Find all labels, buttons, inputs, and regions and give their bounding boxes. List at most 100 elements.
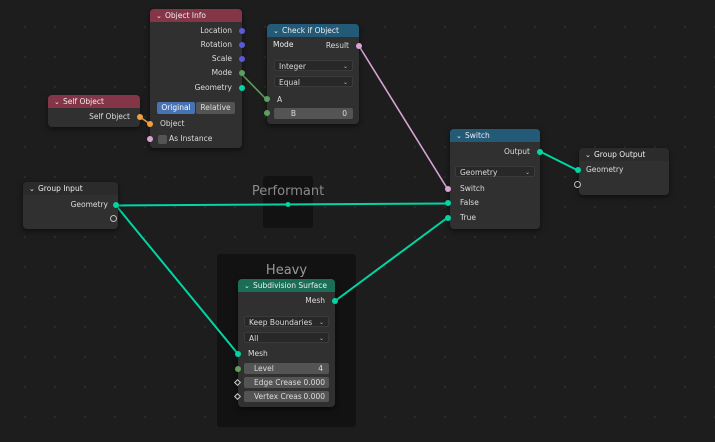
frame-performant[interactable]: Performant xyxy=(252,176,324,228)
operation-value: Equal xyxy=(279,78,300,87)
input-switch: Switch xyxy=(460,184,485,193)
socket-true-in[interactable] xyxy=(445,215,451,221)
self-object-title: Self Object xyxy=(63,97,104,106)
socket-object-in[interactable] xyxy=(147,121,153,127)
output-geometry: Geometry xyxy=(194,83,232,92)
level-label: Level xyxy=(254,364,274,373)
frame-performant-label: Performant xyxy=(251,184,325,199)
object-info-header[interactable]: ⌄Object Info xyxy=(150,9,242,22)
uv-smooth-value: Keep Boundaries xyxy=(249,318,313,327)
input-a: A xyxy=(277,95,283,104)
check-mode-title: Check if Object Mode xyxy=(273,26,339,49)
link-switch-to-output xyxy=(539,150,578,171)
chevron-down-icon[interactable]: ⌄ xyxy=(244,282,250,290)
subdivision-title: Subdivision Surface xyxy=(253,281,327,290)
input-b-value: 0 xyxy=(342,109,347,118)
edge-crease-field[interactable]: Edge Crease 0.000 xyxy=(244,377,329,388)
as-instance-checkbox[interactable] xyxy=(158,135,167,144)
output-location: Location xyxy=(200,26,232,35)
switch-type-dropdown[interactable]: Geometry ⌄ xyxy=(455,166,535,177)
output-self-object: Self Object xyxy=(89,112,130,121)
group-output-geometry: Geometry xyxy=(586,165,624,174)
input-b-label: B xyxy=(290,109,297,118)
chevron-down-icon[interactable]: ⌄ xyxy=(456,132,462,140)
chevron-down-icon[interactable]: ⌄ xyxy=(585,151,591,159)
switch-title: Switch xyxy=(465,131,490,140)
group-input-geometry: Geometry xyxy=(70,200,108,209)
group-output-title: Group Output xyxy=(594,150,646,159)
frame-heavy-label: Heavy xyxy=(265,263,308,278)
dropdown-arrow-icon: ⌄ xyxy=(342,63,348,70)
edge-crease-value: 0.000 xyxy=(303,378,325,387)
boundary-smooth-value: All xyxy=(249,334,259,343)
output-result: Result xyxy=(325,41,349,50)
data-type-dropdown[interactable]: Integer ⌄ xyxy=(274,60,353,71)
object-info-title: Object Info xyxy=(165,11,207,20)
chevron-down-icon[interactable]: ⌄ xyxy=(54,98,60,106)
input-object: Object xyxy=(160,119,185,128)
check-mode-node[interactable]: ⌄Check if Object Mode Result Integer⌄ Eq… xyxy=(267,24,359,124)
socket-scale[interactable] xyxy=(239,56,245,62)
level-field[interactable]: Level 4 xyxy=(244,363,329,374)
group-input-header[interactable]: ⌄Group Input xyxy=(23,182,118,195)
socket-result-out[interactable] xyxy=(356,43,362,49)
mode-relative-button[interactable]: Relative xyxy=(196,102,235,114)
group-output-header[interactable]: ⌄Group Output xyxy=(579,148,669,161)
socket-group-input-empty[interactable] xyxy=(110,215,117,222)
chevron-down-icon[interactable]: ⌄ xyxy=(273,27,279,35)
vertex-crease-field[interactable]: Vertex Creas 0.000 xyxy=(244,391,329,402)
socket-group-input-out[interactable] xyxy=(113,202,119,208)
socket-mesh-out[interactable] xyxy=(332,298,338,304)
socket-switch-output[interactable] xyxy=(537,149,543,155)
group-input-title: Group Input xyxy=(38,184,83,193)
socket-group-output-in[interactable] xyxy=(575,167,581,173)
group-output-node[interactable]: ⌄Group Output Geometry xyxy=(579,148,669,195)
output-scale: Scale xyxy=(211,54,232,63)
socket-a-in[interactable] xyxy=(264,96,270,102)
socket-geometry-out[interactable] xyxy=(239,85,245,91)
input-b-field[interactable]: B 0 xyxy=(274,108,353,119)
subdivision-node[interactable]: ⌄Subdivision Surface Mesh Keep Boundarie… xyxy=(238,279,335,407)
uv-smooth-dropdown[interactable]: Keep Boundaries ⌄ xyxy=(244,316,329,327)
self-object-node[interactable]: ⌄Self Object Self Object xyxy=(48,95,140,127)
dropdown-arrow-icon: ⌄ xyxy=(524,169,530,176)
socket-as-instance-in[interactable] xyxy=(147,136,153,142)
data-type-value: Integer xyxy=(279,62,306,71)
socket-self-object-out[interactable] xyxy=(137,114,143,120)
chevron-down-icon[interactable]: ⌄ xyxy=(156,12,162,20)
socket-group-output-empty[interactable] xyxy=(574,181,581,188)
socket-false-in[interactable] xyxy=(445,200,451,206)
switch-node[interactable]: ⌄Switch Output Geometry⌄ Switch False Tr… xyxy=(450,129,540,229)
input-false: False xyxy=(460,198,479,207)
vertex-crease-value: 0.000 xyxy=(303,392,325,401)
input-true: True xyxy=(460,213,476,222)
edge-crease-label: Edge Crease xyxy=(254,378,302,387)
socket-mode[interactable] xyxy=(239,70,245,76)
socket-b-in[interactable] xyxy=(264,110,270,116)
dropdown-arrow-icon: ⌄ xyxy=(342,79,348,86)
boundary-smooth-dropdown[interactable]: All⌄ xyxy=(244,332,329,343)
switch-type-value: Geometry xyxy=(460,168,498,177)
vertex-crease-label: Vertex Creas xyxy=(254,392,302,401)
mode-original-button[interactable]: Original xyxy=(157,102,195,114)
group-input-node[interactable]: ⌄Group Input Geometry xyxy=(23,182,118,229)
level-value: 4 xyxy=(318,364,323,373)
output-rotation: Rotation xyxy=(200,40,232,49)
socket-location[interactable] xyxy=(239,28,245,34)
output-mesh: Mesh xyxy=(305,296,325,305)
socket-rotation[interactable] xyxy=(239,42,245,48)
check-mode-header[interactable]: ⌄Check if Object Mode xyxy=(267,24,359,49)
object-info-node[interactable]: ⌄Object Info Location Rotation Scale Mod… xyxy=(150,9,242,148)
output-switch: Output xyxy=(503,147,530,156)
socket-level-in[interactable] xyxy=(235,366,241,372)
operation-dropdown[interactable]: Equal ⌄ xyxy=(274,76,353,87)
input-mesh: Mesh xyxy=(248,349,268,358)
switch-header[interactable]: ⌄Switch xyxy=(450,129,540,142)
socket-mesh-in[interactable] xyxy=(235,351,241,357)
self-object-header[interactable]: ⌄Self Object xyxy=(48,95,140,108)
subdivision-header[interactable]: ⌄Subdivision Surface xyxy=(238,279,335,292)
chevron-down-icon[interactable]: ⌄ xyxy=(29,185,35,193)
output-mode: Mode xyxy=(211,68,232,77)
dropdown-arrow-icon: ⌄ xyxy=(318,319,324,326)
socket-switch-in[interactable] xyxy=(445,186,451,192)
